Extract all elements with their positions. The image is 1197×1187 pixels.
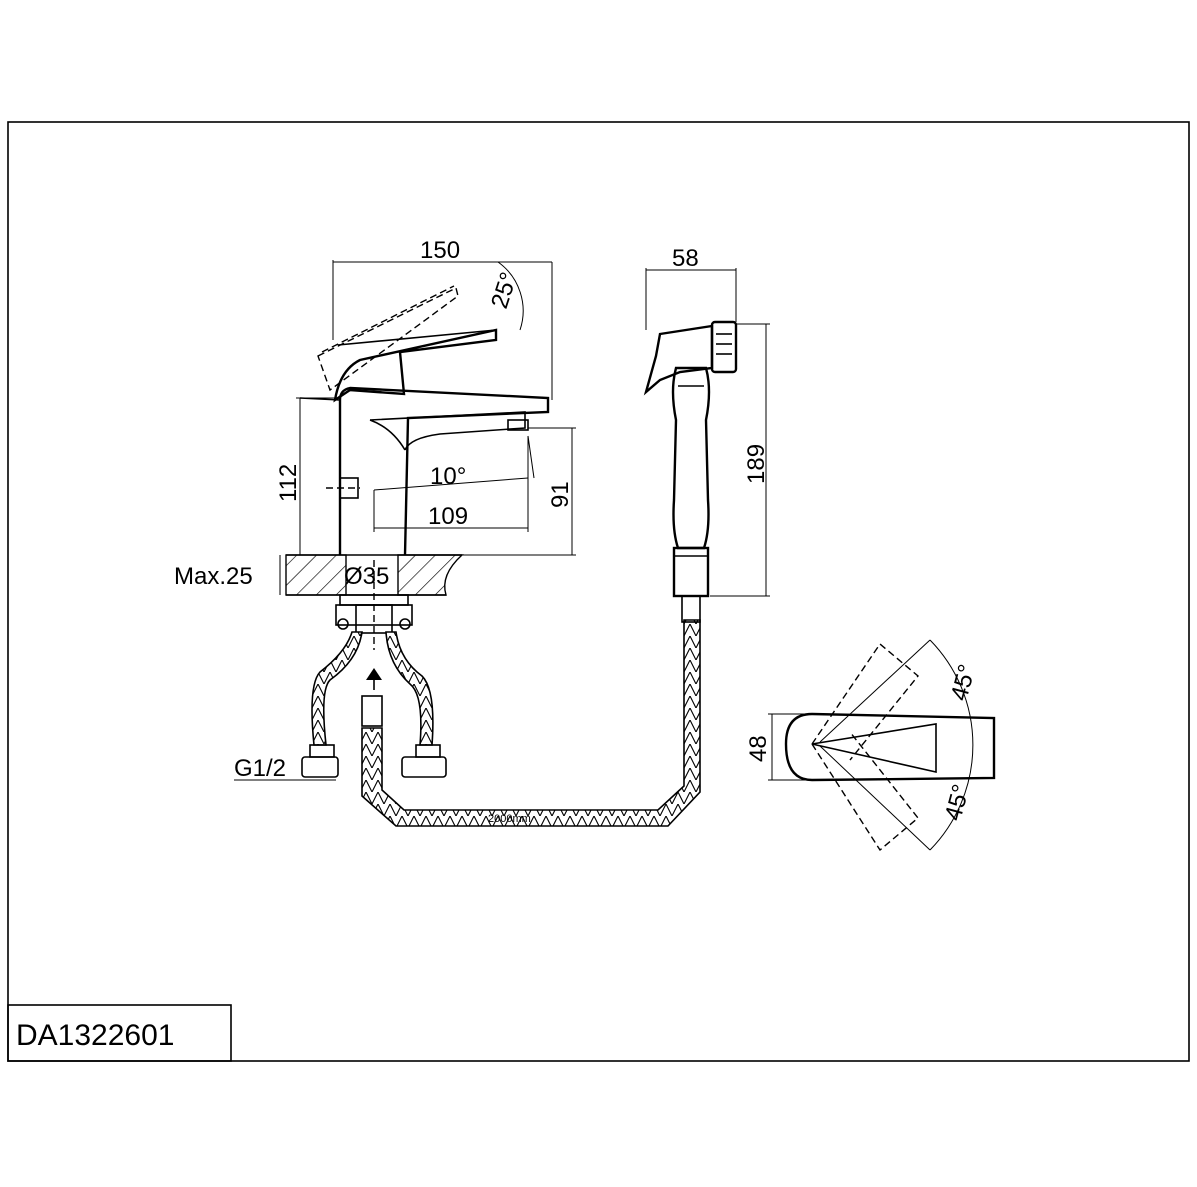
- hose-length-label: 2000mm: [488, 813, 531, 825]
- dim-handle-angle: 25°: [486, 269, 523, 312]
- dim-body-height: 112: [275, 464, 302, 502]
- faucet-side-view: [285, 285, 550, 650]
- model-code: DA1322601: [16, 1019, 174, 1052]
- dim-shower-width: 58: [672, 245, 699, 272]
- dim-overall-length: 150: [420, 237, 460, 264]
- shower-hose: [361, 619, 701, 827]
- dim-hole-diameter: Ø35: [344, 563, 389, 590]
- drawing-frame: [7, 121, 1190, 1062]
- hand-shower: [643, 320, 738, 623]
- dim-handle-width: 48: [745, 735, 772, 762]
- supply-hoses: [301, 631, 447, 778]
- dim-spout-height: 91: [547, 481, 574, 508]
- dim-rotation-lower: 45°: [940, 782, 975, 824]
- dim-shower-length: 189: [743, 444, 770, 484]
- dim-spout-reach: 109: [428, 503, 468, 530]
- dim-deck-thickness: Max.25: [174, 563, 253, 590]
- dim-inlet-thread: G1/2: [234, 755, 286, 782]
- dimension-lines: [234, 260, 812, 781]
- title-box: [7, 1004, 232, 1062]
- handle-top-view: [784, 639, 996, 852]
- dim-spout-angle: 10°: [430, 463, 466, 490]
- deck-section: [285, 554, 347, 596]
- deck-section-right: [397, 554, 464, 596]
